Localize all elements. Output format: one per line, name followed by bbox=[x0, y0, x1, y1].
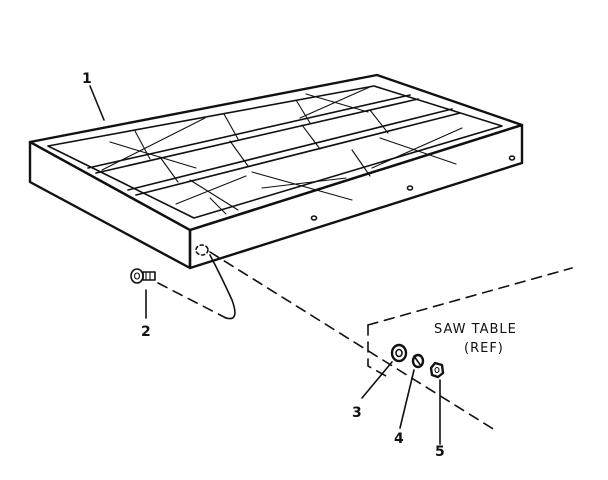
leader-3 bbox=[361, 361, 393, 399]
frame-right-face bbox=[188, 123, 524, 270]
saw-table-outline bbox=[367, 267, 573, 377]
bolt-path-curve bbox=[209, 254, 236, 320]
ref-label: (REF) bbox=[464, 341, 504, 356]
label-part-1: 1 bbox=[82, 71, 92, 87]
label-part-4: 4 bbox=[394, 431, 404, 447]
saw-table-label: SAW TABLE bbox=[434, 322, 517, 337]
assembly-line bbox=[209, 251, 499, 433]
extension-frame bbox=[28, 73, 524, 270]
flat-washer bbox=[390, 343, 408, 363]
hex-nut bbox=[429, 361, 445, 379]
leader-1 bbox=[89, 85, 105, 121]
label-part-2: 2 bbox=[141, 324, 151, 340]
mounting-hole bbox=[406, 185, 414, 191]
lock-washer bbox=[411, 353, 425, 369]
leader-4 bbox=[399, 369, 415, 429]
label-part-5: 5 bbox=[435, 444, 445, 460]
mounting-hole bbox=[508, 155, 516, 161]
label-part-3: 3 bbox=[352, 405, 362, 421]
frame-inner-opening bbox=[47, 85, 503, 219]
corner-hole bbox=[195, 244, 209, 256]
mounting-hole bbox=[310, 215, 318, 221]
carriage-bolt bbox=[130, 268, 156, 284]
